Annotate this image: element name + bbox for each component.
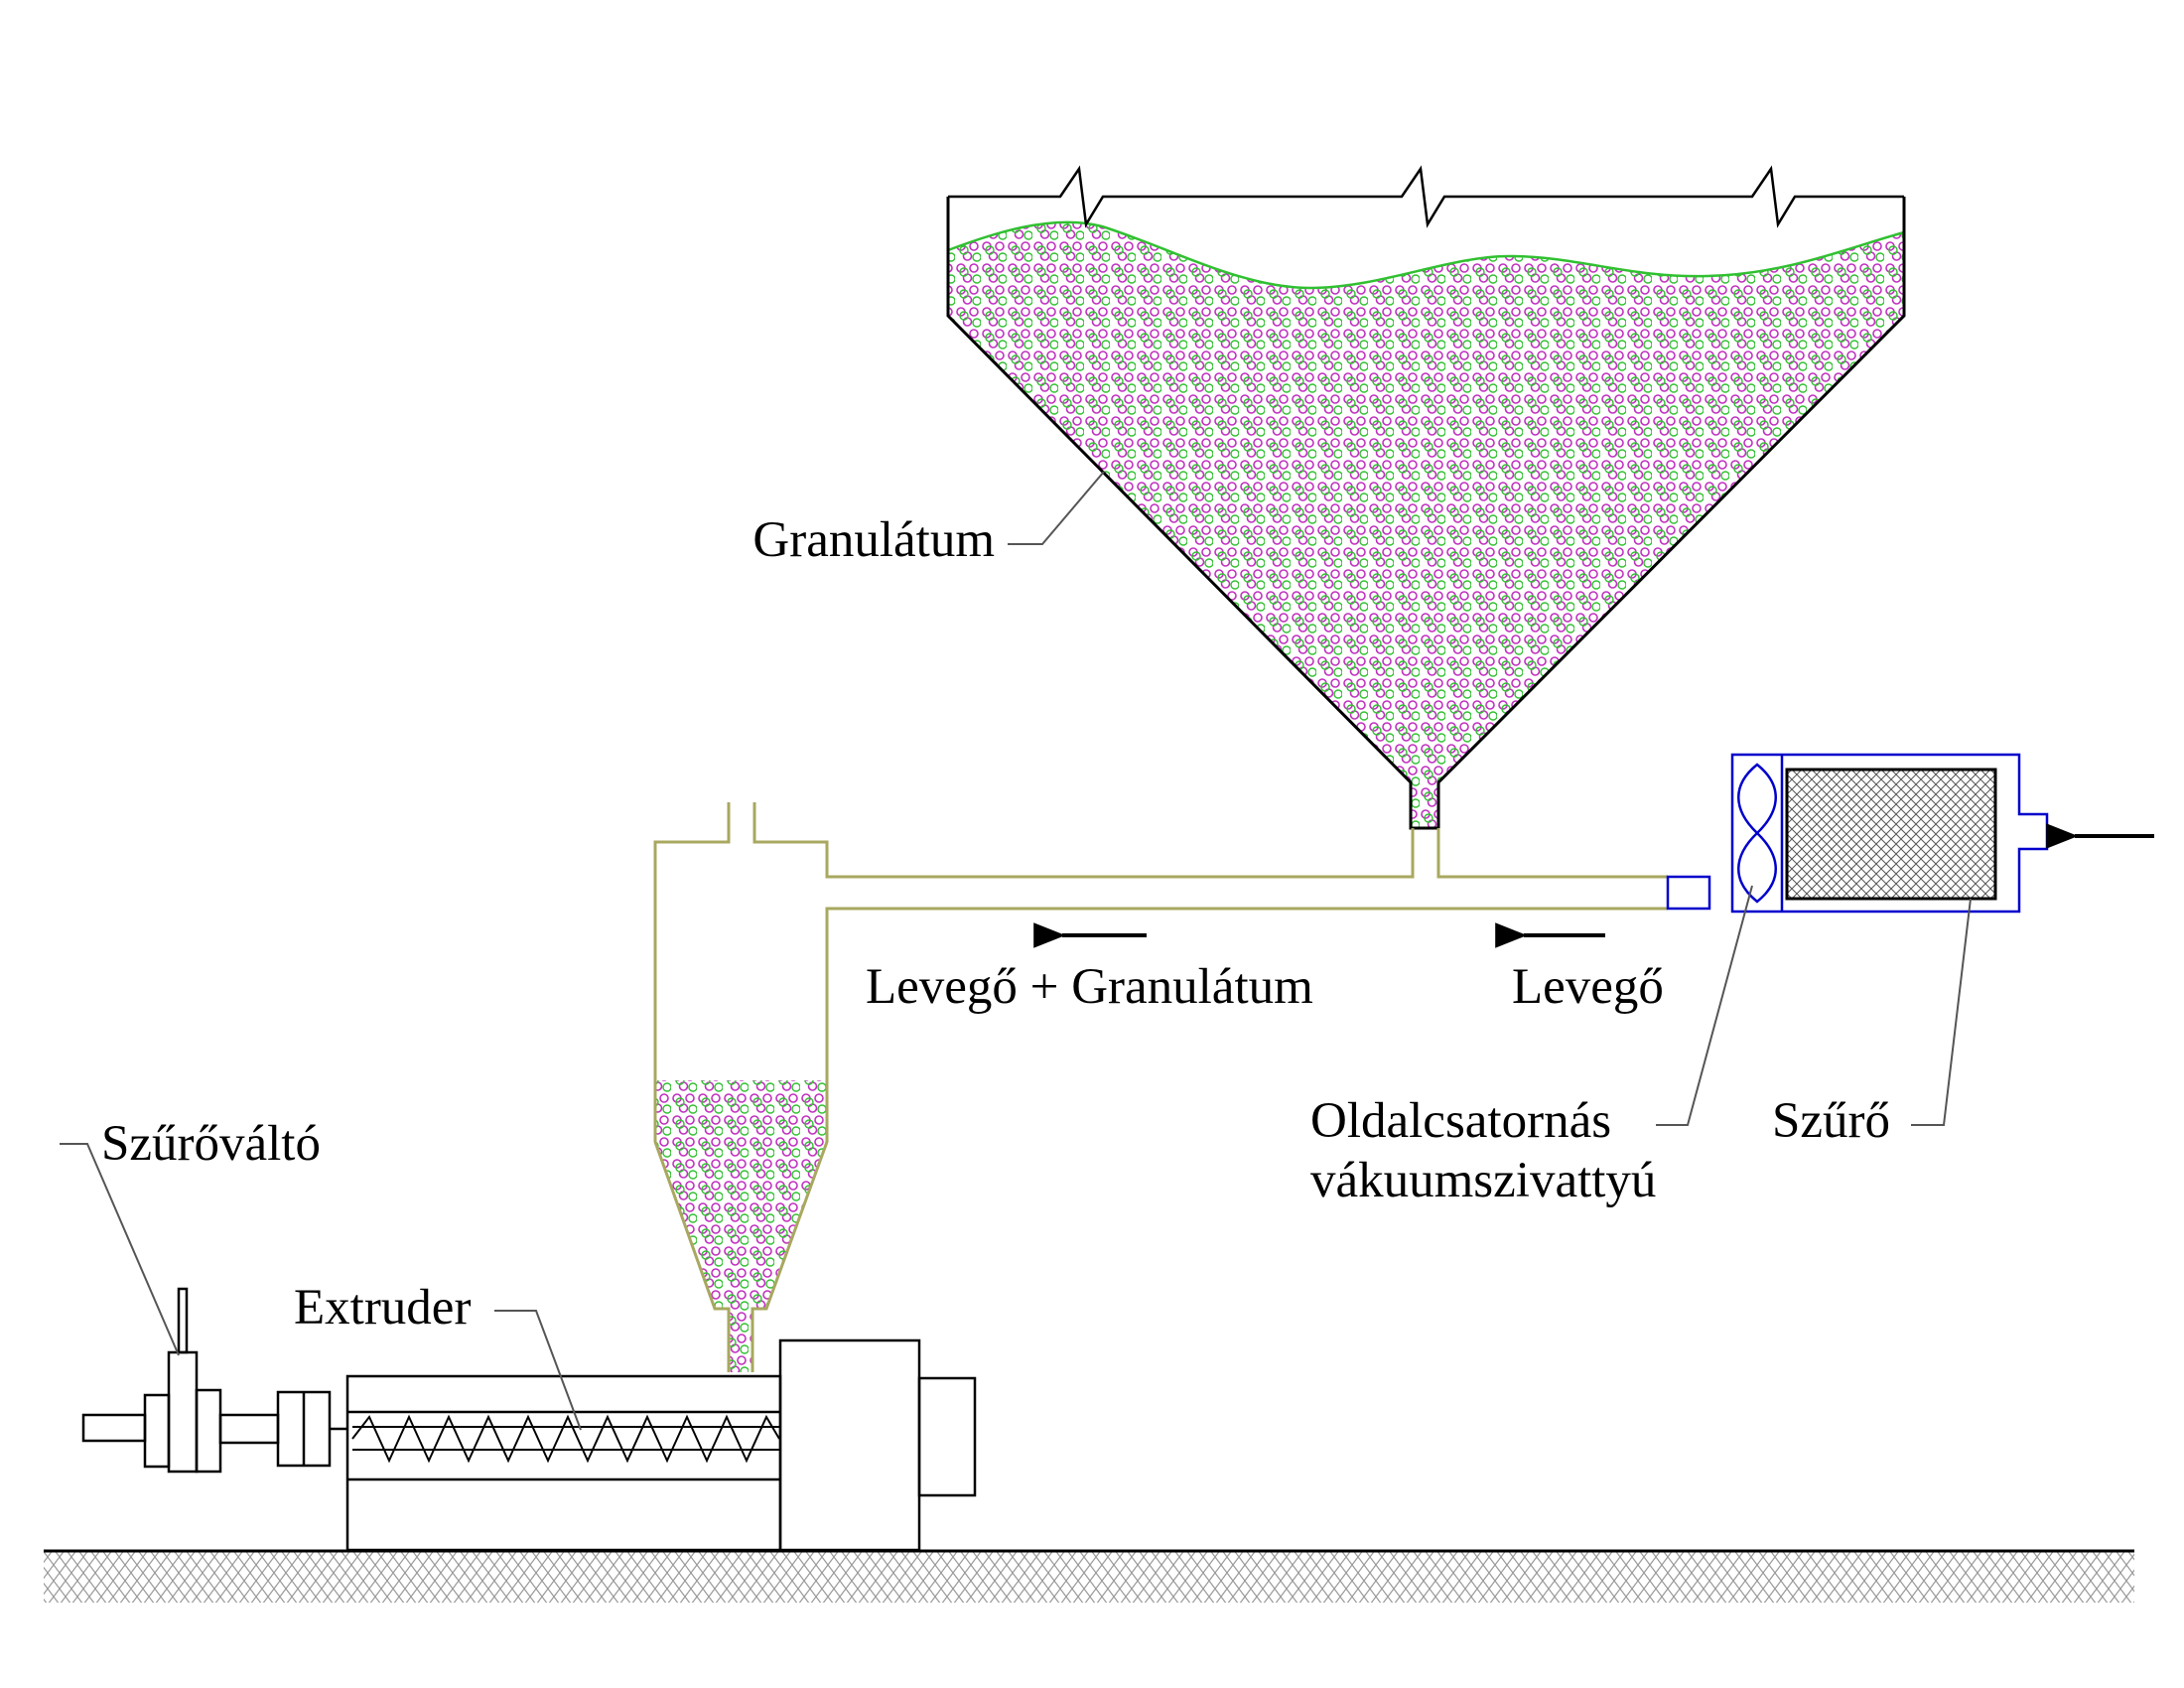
label-levego: Levegő — [1512, 959, 1664, 1015]
screen-changer-body — [167, 1350, 199, 1474]
silo-outline — [946, 197, 1906, 830]
label-granulatum: Granulátum — [752, 512, 995, 568]
storage-silo — [946, 165, 1906, 830]
ground-hatch — [44, 1551, 2134, 1603]
leader-filter — [1911, 898, 1972, 1126]
extruder-motor — [917, 1376, 977, 1497]
pipe-upper-wall — [752, 802, 1415, 879]
receiver-cone-outline — [653, 1077, 829, 1372]
label-levego-granulatum: Levegő + Granulátum — [866, 959, 1313, 1015]
pump-nozzle — [1666, 875, 1711, 911]
conveying-pipes — [653, 802, 1668, 1077]
ground — [44, 1549, 2134, 1603]
flow-arrows — [1033, 823, 2154, 948]
screen-changer-flange-right — [195, 1388, 222, 1474]
leader-pump — [1656, 885, 1753, 1126]
fan-icon — [1737, 763, 1777, 904]
screen-changer-lever — [177, 1287, 189, 1354]
filter-element — [1785, 768, 1997, 901]
extruder-machine — [81, 1287, 977, 1552]
pump-housing — [1730, 753, 2049, 914]
outlet-nozzle — [81, 1413, 147, 1443]
extruder-barrel-base — [345, 1374, 782, 1552]
labels: Granulátum Levegő + Granulátum Levegő Ol… — [101, 512, 1890, 1336]
pipe-upper-wall-right — [1436, 828, 1668, 879]
receiver-left-wall — [653, 802, 731, 1077]
receiver-granule-fill — [655, 1080, 827, 1372]
leader-lines — [60, 471, 1972, 1431]
extruder-drive-box — [778, 1338, 921, 1552]
label-szuro: Szűrő — [1772, 1093, 1890, 1149]
screen-changer-flange-left — [143, 1393, 171, 1469]
silo-top-break-line — [948, 165, 1904, 228]
shaft-to-coupling — [218, 1413, 280, 1445]
silo-fill-surface — [947, 220, 1905, 290]
leader-extruder — [494, 1310, 582, 1431]
leader-szurovalto — [60, 1143, 180, 1356]
vacuum-pump-unit — [1666, 753, 2049, 914]
label-pump-line2: vákuumszivattyú — [1310, 1153, 1656, 1208]
leader-granulatum — [1008, 471, 1105, 545]
pipe-lower-wall — [825, 907, 1668, 1077]
label-pump-line1: Oldalcsatornás — [1310, 1093, 1611, 1149]
label-szurovalto: Szűrőváltó — [101, 1116, 321, 1172]
label-extruder: Extruder — [294, 1280, 471, 1336]
extruder-screw — [351, 1414, 780, 1464]
material-receiver — [653, 1077, 829, 1372]
silo-granule-fill — [948, 221, 1904, 828]
